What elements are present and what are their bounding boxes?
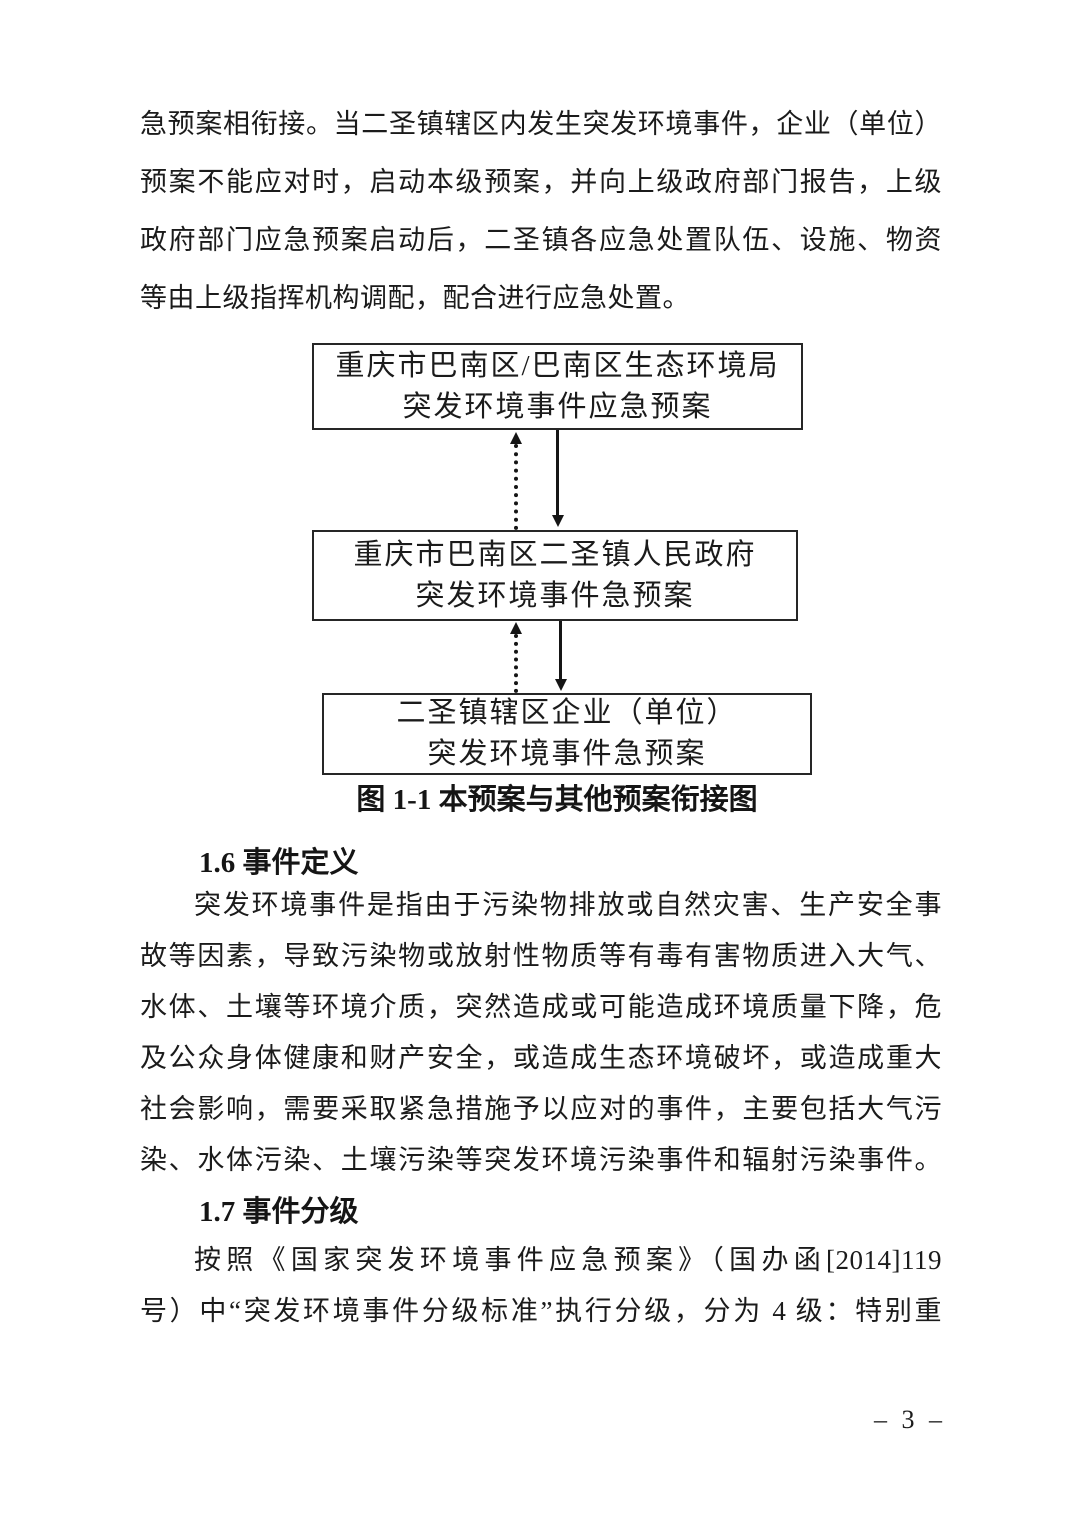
intro-paragraph: 急预案相衔接。当二圣镇辖区内发生突发环境事件，企业（单位） 预案不能应对时，启动…	[140, 95, 942, 327]
dotted-up-arrow-icon	[510, 622, 522, 693]
text-line: 政府部门应急预案启动后，二圣镇各应急处置队伍、设施、物资	[140, 225, 942, 255]
flow-box-enterprise-plan: 二圣镇辖区企业（单位） 突发环境事件急预案	[322, 693, 812, 775]
solid-down-arrow-icon	[552, 430, 564, 527]
dotted-up-arrow-icon	[510, 432, 522, 530]
flow-box-text: 重庆市巴南区/巴南区生态环境局	[335, 349, 780, 382]
text-line: 及公众身体健康和财产安全，或造成生态环境破坏，或造成重大	[140, 1043, 942, 1073]
flow-box-text: 突发环境事件急预案	[415, 579, 695, 612]
page-number: – 3 –	[874, 1405, 946, 1434]
text-line: 染、水体污染、土壤污染等突发环境污染事件和辐射污染事件。	[140, 1145, 942, 1175]
flow-box-text: 突发环境事件急预案	[427, 738, 707, 770]
section-1-7-paragraph: 按照《国家突发环境事件应急预案》（国办函[2014]119 号）中“突发环境事件…	[140, 1235, 942, 1337]
text-line: 水体、土壤等环境介质，突然造成或可能造成环境质量下降，危	[140, 992, 942, 1022]
flow-box-banan-district-plan: 重庆市巴南区/巴南区生态环境局 突发环境事件应急预案	[312, 343, 803, 430]
flow-box-text: 突发环境事件应急预案	[402, 390, 713, 423]
text-line: 等由上级指挥机构调配，配合进行应急处置。	[140, 283, 690, 313]
text-line: 号）中“突发环境事件分级标准”执行分级，分为 4 级：特别重	[140, 1296, 942, 1326]
text-line: 突发环境事件是指由于污染物排放或自然灾害、生产安全事	[194, 890, 942, 920]
section-1-6-paragraph: 突发环境事件是指由于污染物排放或自然灾害、生产安全事 故等因素，导致污染物或放射…	[140, 880, 942, 1186]
flow-box-ersheng-town-gov-plan: 重庆市巴南区二圣镇人民政府 突发环境事件急预案	[312, 530, 798, 621]
text-line: 急预案相衔接。当二圣镇辖区内发生突发环境事件，企业（单位）	[140, 109, 942, 139]
text-line: 故等因素，导致污染物或放射性物质等有毒有害物质进入大气、	[140, 941, 942, 971]
text-line: 预案不能应对时，启动本级预案，并向上级政府部门报告，上级	[140, 167, 942, 197]
text-line: 社会影响，需要采取紧急措施予以应对的事件，主要包括大气污	[140, 1094, 942, 1124]
flow-box-text: 重庆市巴南区二圣镇人民政府	[353, 538, 757, 571]
flow-box-text: 二圣镇辖区企业（单位）	[396, 697, 738, 729]
section-1-6-heading: 1.6 事件定义	[199, 847, 359, 879]
solid-down-arrow-icon	[555, 621, 567, 691]
section-1-7-heading: 1.7 事件分级	[199, 1196, 359, 1228]
figure-caption: 图 1-1 本预案与其他预案衔接图	[356, 784, 758, 816]
text-line: 按照《国家突发环境事件应急预案》（国办函[2014]119	[194, 1245, 942, 1275]
